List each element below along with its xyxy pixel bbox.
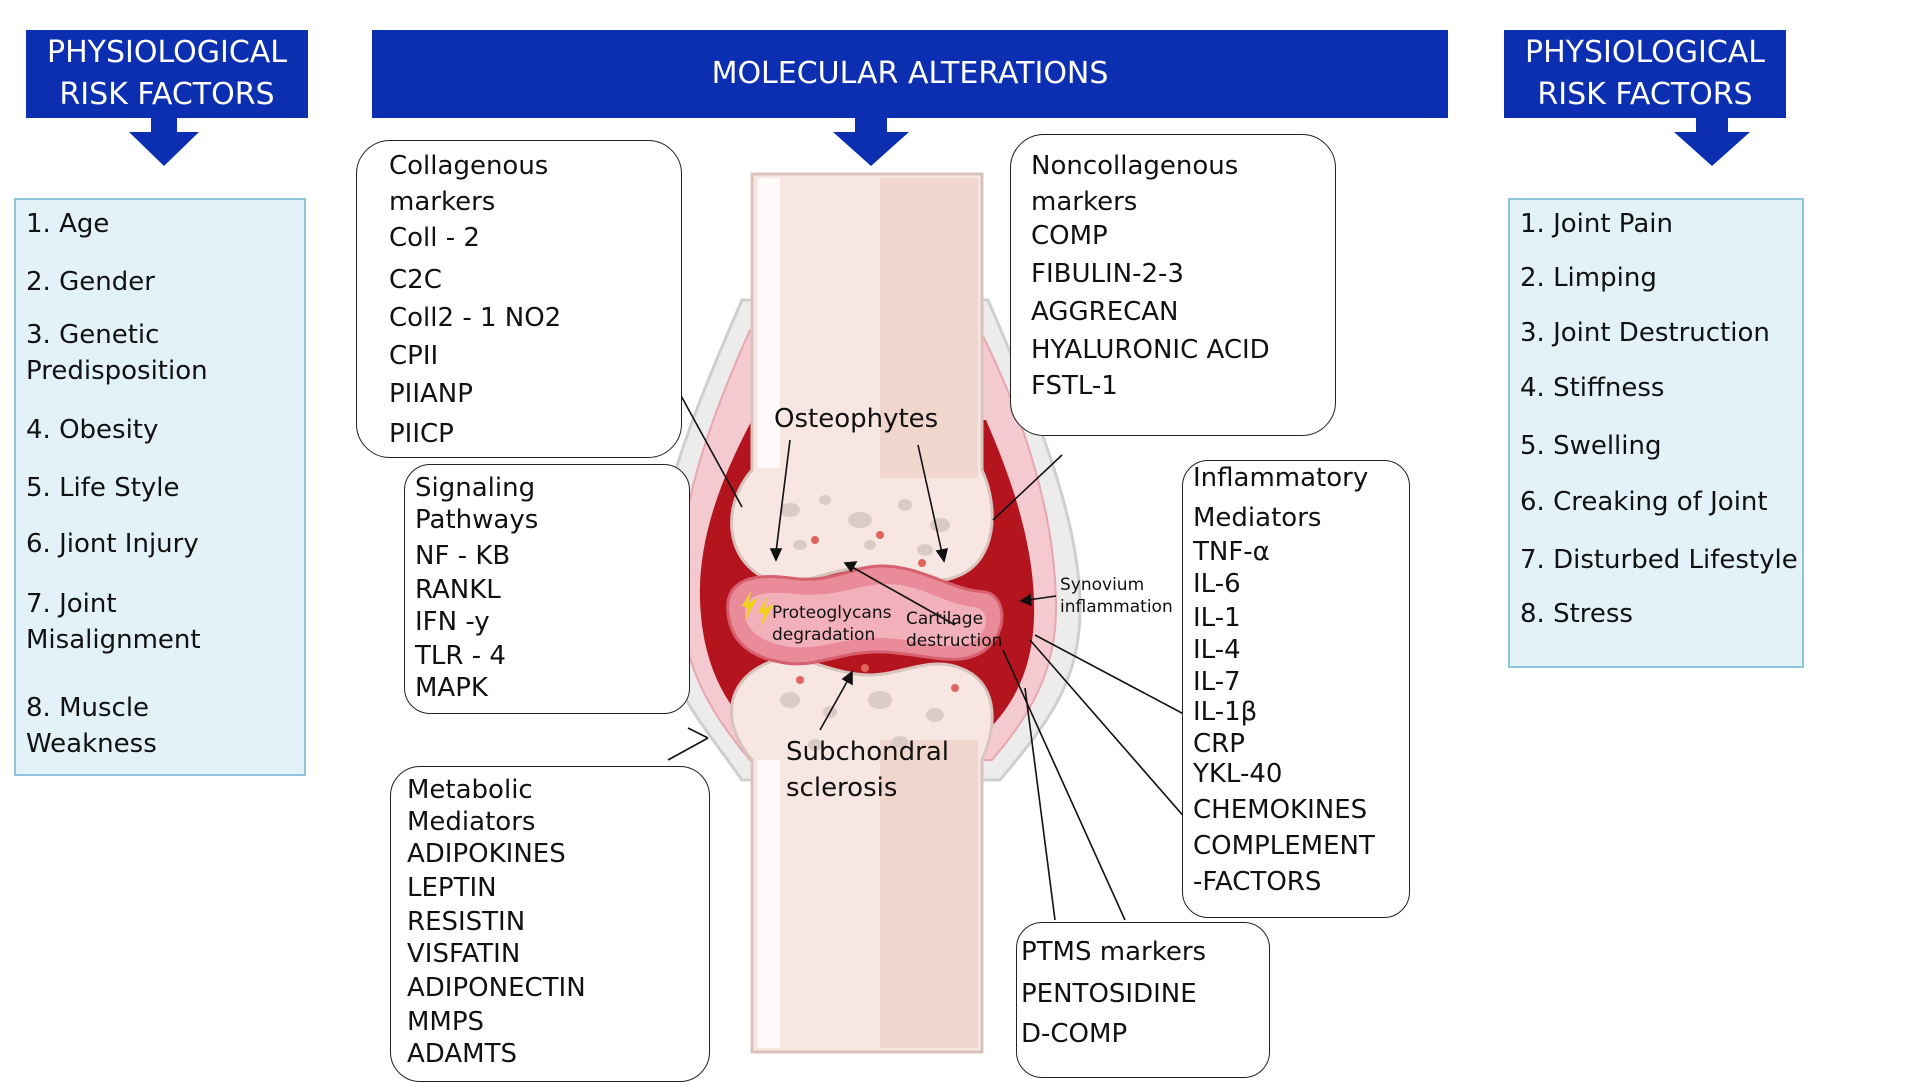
callout-line: MMPS [407,1007,485,1037]
callout-line: CRP [1193,729,1245,759]
list-item: 7. Joint Misalignment [26,589,201,655]
list-item: 3. Joint Destruction [1520,318,1770,348]
callout-line: PIICP [389,419,454,449]
callout-line: IL-6 [1193,569,1241,599]
callout-line: Mediators [1193,503,1322,533]
cartilage-destruction-label: Cartilage destruction [906,609,1003,651]
list-item: 5. Life Style [26,473,180,503]
lower-bone-shade [880,740,978,1048]
callout-line: IL-1β [1193,697,1258,727]
metabolic-mediators-callout: Metabolic Mediators ADIPOKINES LEPTIN RE… [390,766,710,1082]
list-item: 6. Jiont Injury [26,529,199,559]
callout-line: IL-7 [1193,667,1241,697]
callout-line: FSTL-1 [1031,371,1118,401]
cartilage-inner [745,583,986,648]
callout-line: NF - KB [415,541,511,571]
list-item: 8. Stress [1520,599,1633,629]
signaling-pathways-callout: Signaling Pathways NF - KB RANKL IFN -y … [404,464,690,714]
list-item: 2. Limping [1520,263,1657,293]
callout-line: VISFATIN [407,939,521,969]
callout-line: PIIANP [389,379,473,409]
callout-line: Coll2 - 1 NO2 [389,303,562,333]
noncollagenous-markers-callout: Noncollagenous markers COMP FIBULIN-2-3 … [1010,134,1336,436]
callout-line: Pathways [415,505,539,535]
bone-red-spots [796,531,959,692]
callout-line: ADAMTS [407,1039,517,1069]
callout-line: PENTOSIDINE [1021,979,1197,1009]
list-item: 6. Creaking of Joint [1520,487,1768,517]
callout-line: -FACTORS [1193,867,1322,897]
list-item: 5. Swelling [1520,431,1662,461]
right-header: PHYSIOLOGICAL RISK FACTORS [1504,30,1786,118]
callout-line: YKL-40 [1193,759,1283,789]
osteophytes-label: Osteophytes [774,404,939,434]
header-arrows [129,118,1750,166]
lower-bone-highlight [758,760,780,1048]
callout-line: CPII [389,341,439,371]
list-item: 2. Gender [26,267,155,297]
collagenous-markers-callout: Collagenous markers Coll - 2 C2C Coll2 -… [356,140,682,458]
callout-line: Inflammatory [1193,463,1369,493]
callout-line: Noncollagenous [1031,151,1239,181]
synovium-inflammation-label: Synovium inflammation [1060,575,1173,617]
callout-line: Collagenous [389,151,549,181]
ptms-markers-callout: PTMS markers PENTOSIDINE D-COMP [1016,922,1270,1078]
callout-line: IFN -y [415,607,490,637]
callout-line: FIBULIN-2-3 [1031,259,1184,289]
callout-line: IL-1 [1193,603,1241,633]
center-header: MOLECULAR ALTERATIONS [372,30,1448,118]
list-item: 1. Joint Pain [1520,209,1673,239]
left-risk-factor-panel: 1. Age 2. Gender 3. Genetic Predispositi… [14,198,306,776]
callout-line: CHEMOKINES [1193,795,1368,825]
lightning-icon [742,590,774,628]
list-item: 7. Disturbed Lifestyle [1520,545,1798,575]
callout-line: COMPLEMENT [1193,831,1375,861]
subchondral-sclerosis-label: Subchondral sclerosis [786,737,949,803]
inflammatory-mediators-callout: Inflammatory Mediators TNF-α IL-6 IL-1 I… [1182,460,1410,918]
callout-line: RANKL [415,575,501,605]
left-header-title: PHYSIOLOGICAL RISK FACTORS [46,35,287,112]
callout-line: HYALURONIC ACID [1031,335,1270,365]
pointer-lines [644,329,1211,921]
center-header-arrow-icon [833,118,909,166]
callout-line: AGGRECAN [1031,297,1179,327]
callout-line: Mediators [407,807,536,837]
callout-line: PTMS markers [1021,937,1207,967]
list-item: 1. Age [26,209,110,239]
callout-line: C2C [389,265,442,295]
bone-texture [780,495,950,751]
callout-line: ADIPONECTIN [407,973,586,1003]
right-header-arrow-icon [1674,118,1750,166]
upper-bone-highlight [758,178,780,468]
callout-line: Metabolic [407,775,533,805]
callout-line: COMP [1031,221,1108,251]
callout-line: ADIPOKINES [407,839,566,869]
left-header: PHYSIOLOGICAL RISK FACTORS [26,30,308,118]
right-risk-factor-panel: 1. Joint Pain 2. Limping 3. Joint Destru… [1508,198,1804,668]
upper-bone-shade [880,178,978,478]
callout-line: RESISTIN [407,907,526,937]
right-header-title: PHYSIOLOGICAL RISK FACTORS [1524,35,1765,112]
list-item: 4. Stiffness [1520,373,1665,403]
arrow-lines [769,439,1057,731]
callout-line: markers [389,187,496,217]
callout-line: markers [1031,187,1138,217]
callout-line: D-COMP [1021,1019,1128,1049]
list-item: 4. Obesity [26,415,159,445]
callout-line: LEPTIN [407,873,497,903]
proteoglycans-degradation-label: Proteoglycans degradation [772,603,892,645]
callout-line: IL-4 [1193,635,1241,665]
list-item: 3. Genetic Predisposition [26,320,208,386]
callout-line: Signaling [415,473,536,503]
left-header-arrow-icon [129,118,199,166]
callout-line: TNF-α [1193,537,1270,567]
callout-line: TLR - 4 [415,641,506,671]
callout-line: MAPK [415,673,488,703]
center-header-title: MOLECULAR ALTERATIONS [711,56,1109,91]
callout-line: Coll - 2 [389,223,480,253]
list-item: 8. Muscle Weakness [26,693,157,759]
